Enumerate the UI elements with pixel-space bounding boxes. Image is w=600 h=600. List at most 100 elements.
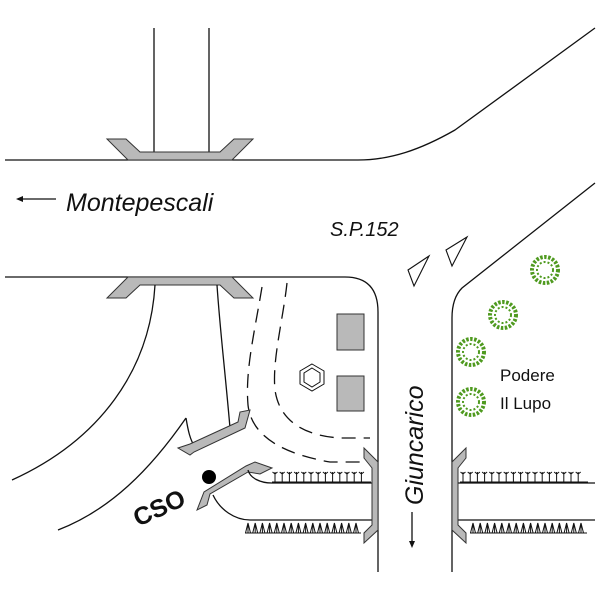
vegetation-symbol-icon: [520, 522, 527, 534]
label-cso: CSO: [129, 484, 190, 532]
bridge-south: [105, 276, 255, 299]
vegetation-row-west-bottom: [245, 522, 361, 534]
vegetation-symbol-icon: [308, 471, 314, 482]
vegetation-symbol-icon: [539, 471, 546, 482]
vegetation-symbol-icon: [527, 522, 534, 534]
vegetation-symbol-icon: [281, 522, 287, 534]
label-montepescali: Montepescali: [66, 189, 215, 217]
direction-arrow-montepescali: [16, 196, 56, 202]
vegetation-symbol-icon: [358, 471, 365, 482]
vegetation-symbol-icon: [484, 522, 491, 534]
vegetation-symbol-icon: [460, 471, 466, 482]
cso-point: [202, 470, 216, 484]
arrow-left-icon: [16, 196, 23, 202]
vegetation-symbol-icon: [503, 471, 510, 482]
embankment-curve-inner: [57, 417, 187, 531]
vegetation-symbol-icon: [477, 522, 484, 534]
vegetation-symbol-icon: [556, 522, 563, 534]
main-road-north-edge: [5, 27, 596, 161]
bridge-north: [105, 138, 255, 161]
trees-group: [456, 255, 560, 417]
vegetation-symbol-icon: [546, 471, 553, 482]
vegetation-symbol-icon: [510, 471, 517, 482]
vegetation-symbol-icon: [345, 522, 352, 534]
vegetation-symbol-icon: [322, 471, 329, 482]
vegetation-symbol-icon: [288, 522, 295, 534]
vegetation-symbol-icon: [481, 471, 488, 482]
vegetation-row-east-bottom: [470, 522, 587, 534]
vegetation-symbol-icon: [353, 522, 359, 534]
vegetation-symbol-icon: [286, 471, 293, 482]
vegetation-symbol-icon: [532, 471, 538, 482]
vegetation-symbol-icon: [300, 471, 307, 482]
bridge-giuncarico-east: [451, 446, 467, 545]
vegetation-symbol-icon: [524, 471, 531, 482]
giuncarico-east-edge: [451, 182, 596, 572]
vegetation-symbol-icon: [273, 522, 280, 534]
bridge-giuncarico-west: [363, 446, 379, 545]
vegetation-symbol-icon: [344, 471, 350, 482]
vegetation-symbol-icon: [506, 522, 512, 534]
dashed-path-east: [273, 282, 370, 439]
hexagon-icon: [299, 363, 325, 392]
vegetation-symbol-icon: [279, 471, 286, 482]
tree-icon: [456, 337, 486, 367]
vegetation-symbol-icon: [553, 471, 560, 482]
vegetation-symbol-icon: [474, 471, 481, 482]
vegetation-symbol-icon: [329, 471, 336, 482]
tree-icon: [488, 300, 518, 330]
vegetation-symbol-icon: [245, 522, 251, 534]
vegetation-row-east-top: [460, 471, 588, 483]
vegetation-symbol-icon: [338, 522, 345, 534]
north-road: [153, 28, 210, 152]
tree-icon: [456, 387, 486, 417]
ditch-line: [216, 284, 231, 429]
vegetation-symbol-icon: [496, 471, 502, 482]
label-podere-line2: Il Lupo: [500, 394, 551, 413]
vegetation-symbol-icon: [549, 522, 556, 534]
vegetation-symbol-icon: [467, 471, 474, 482]
main-road-south-edge: [5, 276, 379, 572]
vegetation-symbol-icon: [570, 522, 577, 534]
vegetation-symbol-icon: [272, 471, 278, 482]
vegetation-symbol-icon: [302, 522, 309, 534]
vegetation-symbol-icon: [331, 522, 338, 534]
vegetation-symbol-icon: [470, 522, 476, 534]
label-giuncarico: Giuncarico: [401, 385, 429, 505]
vegetation-symbol-icon: [315, 471, 322, 482]
culvert-lower: [196, 461, 274, 512]
vegetation-symbol-icon: [252, 522, 259, 534]
tree-icon: [530, 255, 560, 285]
vegetation-symbol-icon: [578, 522, 584, 534]
vegetation-symbol-icon: [534, 522, 541, 534]
building: [336, 313, 365, 351]
vegetation-symbol-icon: [498, 522, 505, 534]
building: [336, 375, 365, 412]
vegetation-symbol-icon: [336, 471, 343, 482]
label-podere-line1: Podere: [500, 366, 555, 385]
channel-west-top: [247, 469, 372, 484]
vegetation-symbol-icon: [259, 522, 266, 534]
vegetation-symbol-icon: [317, 522, 323, 534]
direction-triangle-icon: [445, 235, 469, 268]
vegetation-symbol-icon: [324, 522, 331, 534]
vegetation-symbol-icon: [513, 522, 520, 534]
vegetation-symbol-icon: [517, 471, 524, 482]
direction-arrow-giuncarico: [409, 512, 415, 548]
vegetation-symbol-icon: [575, 471, 582, 482]
riparian-vegetation: [245, 471, 588, 534]
arrow-down-icon: [409, 541, 415, 548]
vegetation-symbol-icon: [542, 522, 548, 534]
dashed-path-west: [246, 286, 370, 463]
vegetation-symbol-icon: [568, 471, 574, 482]
vegetation-symbol-icon: [560, 471, 567, 482]
channel-west-bottom: [212, 494, 372, 521]
embankment-curve-outer: [11, 284, 156, 481]
vegetation-symbol-icon: [295, 522, 302, 534]
vegetation-row-west-top: [272, 471, 371, 483]
vegetation-symbol-icon: [309, 522, 316, 534]
culvert-upper: [176, 409, 251, 456]
vegetation-symbol-icon: [563, 522, 570, 534]
vegetation-symbol-icon: [491, 522, 498, 534]
